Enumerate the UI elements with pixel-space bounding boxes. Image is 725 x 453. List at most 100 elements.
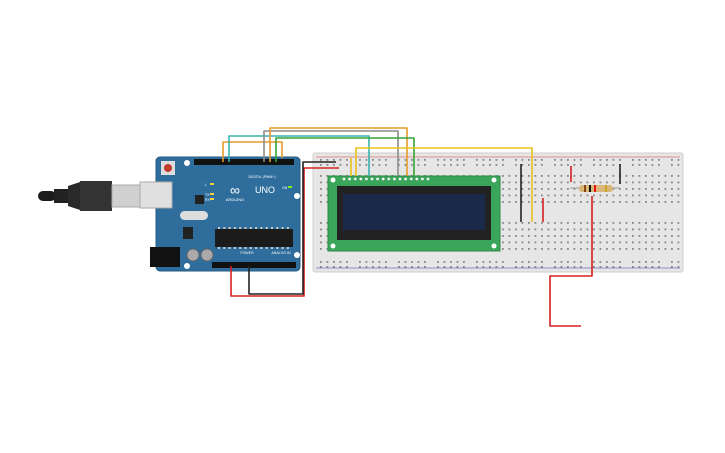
terminal-hole <box>599 194 602 197</box>
usb-cable[interactable] <box>38 181 143 211</box>
rail-hole <box>528 159 530 161</box>
rail-hole <box>482 266 485 268</box>
terminal-hole <box>645 235 647 237</box>
terminal-hole <box>541 194 543 197</box>
rail-hole <box>599 266 602 268</box>
rail-hole <box>482 159 485 161</box>
terminal-hole <box>326 235 329 237</box>
wire-gray[interactable] <box>263 130 399 176</box>
rail-hole <box>424 164 426 166</box>
terminal-hole <box>677 235 680 237</box>
wire-black-gnd[interactable] <box>248 161 336 295</box>
terminal-hole <box>632 194 634 197</box>
rail-hole <box>378 164 381 166</box>
rail-hole <box>463 261 465 263</box>
rail-hole <box>437 159 439 161</box>
resistor-icon[interactable] <box>570 185 620 192</box>
rail-hole <box>567 266 569 268</box>
rail-hole <box>580 159 582 161</box>
terminal-hole <box>586 181 589 184</box>
terminal-hole <box>638 181 641 184</box>
terminal-hole <box>515 222 517 224</box>
terminal-hole <box>671 228 673 231</box>
terminal-hole <box>320 248 322 250</box>
terminal-hole <box>638 188 641 190</box>
terminal-hole <box>645 222 647 224</box>
terminal-hole <box>547 235 550 237</box>
terminal-hole <box>326 175 329 177</box>
terminal-hole <box>528 201 530 203</box>
rail-hole <box>580 261 582 263</box>
terminal-hole <box>638 241 641 244</box>
wire-teal[interactable] <box>228 135 370 176</box>
rail-hole <box>534 159 537 161</box>
terminal-hole <box>593 194 595 197</box>
rail-hole <box>359 159 361 161</box>
terminal-hole <box>554 194 556 197</box>
terminal-hole <box>677 181 680 184</box>
wire-red-power[interactable] <box>230 167 339 297</box>
wire-red-probe[interactable] <box>549 196 593 327</box>
rail-hole <box>645 164 647 166</box>
tx-label: TX <box>205 193 210 197</box>
rail-hole <box>638 266 641 268</box>
arduino-uno-board[interactable]: ∞ UNO ARDUINO DIGITAL (PWM~) POWER ANALO… <box>139 156 301 272</box>
terminal-hole <box>651 181 654 184</box>
chip-pin <box>223 247 226 249</box>
wires[interactable] <box>222 127 621 327</box>
terminal-hole <box>521 188 524 190</box>
terminal-hole <box>554 248 556 250</box>
chip-pin <box>218 227 220 229</box>
lcd-mount-hole <box>330 243 336 249</box>
terminal-hole <box>645 194 647 197</box>
wire-orange-2[interactable] <box>269 127 408 176</box>
terminal-hole <box>547 248 550 250</box>
lcd-pin <box>342 177 346 181</box>
terminal-hole <box>560 248 563 250</box>
reset-button-cap[interactable] <box>164 164 172 172</box>
rail-hole <box>365 164 368 166</box>
rail-hole <box>502 164 504 166</box>
terminal-hole <box>625 248 628 250</box>
lcd-pins <box>342 177 430 181</box>
mount-hole <box>184 263 190 269</box>
chip-pin <box>244 227 247 229</box>
rail-hole <box>326 261 329 263</box>
terminal-hole <box>599 175 602 177</box>
terminal-hole <box>560 188 563 190</box>
terminal-hole <box>547 188 550 190</box>
rail-hole <box>560 159 563 161</box>
wire-yellow[interactable] <box>355 147 533 222</box>
terminal-hole <box>651 194 654 197</box>
rail-hole <box>658 261 660 263</box>
terminal-hole <box>677 188 680 190</box>
rail-hole <box>385 159 387 161</box>
rail-hole <box>482 164 485 166</box>
terminal-hole <box>619 228 621 231</box>
chip-pin <box>281 227 284 229</box>
terminal-hole <box>671 194 673 197</box>
terminal-hole <box>645 175 647 177</box>
terminal-hole <box>645 241 647 244</box>
rail-hole <box>515 266 517 268</box>
rail-hole <box>456 159 459 161</box>
wire-orange[interactable] <box>222 141 283 162</box>
infinity-logo-icon: ∞ <box>230 182 240 198</box>
rail-hole <box>554 266 556 268</box>
lcd-pin <box>381 177 385 181</box>
rail-hole <box>677 266 680 268</box>
terminal-hole <box>547 222 550 224</box>
lcd-16x2-module[interactable] <box>327 175 501 252</box>
rail-hole <box>599 164 602 166</box>
terminal-hole <box>612 222 615 224</box>
rail-hole <box>658 164 660 166</box>
terminal-hole <box>632 235 634 237</box>
terminal-hole <box>599 201 602 203</box>
rail-hole <box>417 261 420 263</box>
terminal-hole <box>593 228 595 231</box>
terminal-hole <box>521 175 524 177</box>
rail-hole <box>365 261 368 263</box>
rail-hole <box>638 164 641 166</box>
wire-green[interactable] <box>275 137 415 176</box>
terminal-hole <box>625 201 628 203</box>
